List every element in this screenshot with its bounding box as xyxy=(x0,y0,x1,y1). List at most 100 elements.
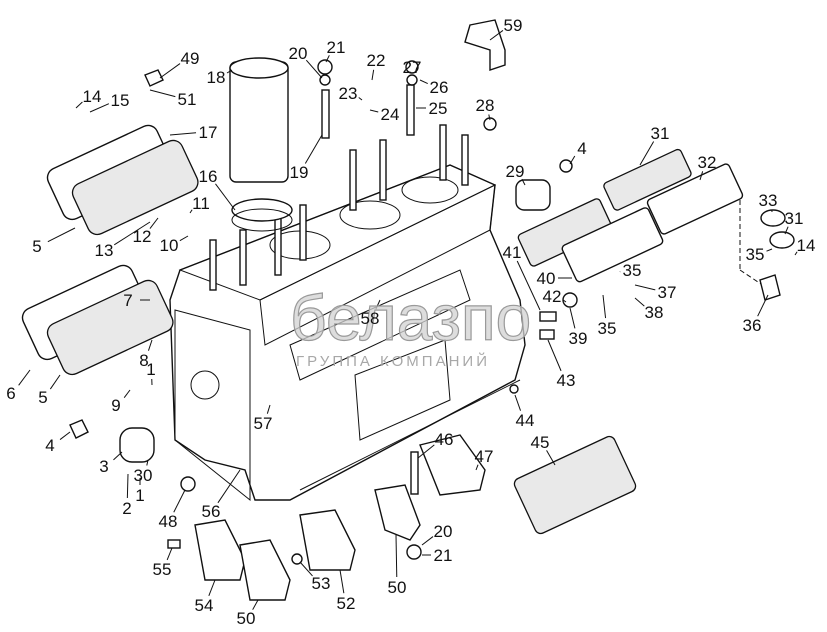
callout-label: 31 xyxy=(651,124,670,143)
leader-line xyxy=(395,534,398,578)
callout-label: 41 xyxy=(503,243,522,262)
callout-label: 4 xyxy=(577,139,586,158)
leader-line xyxy=(123,389,131,398)
leader-line xyxy=(369,109,379,113)
leader-line xyxy=(149,217,159,229)
leader-line xyxy=(113,451,123,461)
callout-label: 32 xyxy=(698,153,717,172)
leader-line xyxy=(147,339,153,351)
callout-label: 6 xyxy=(6,384,15,403)
callout-label: 3 xyxy=(99,457,108,476)
callout-label: 52 xyxy=(337,594,356,613)
callout-label: 1 xyxy=(135,486,144,505)
cylinder-liner xyxy=(229,57,293,232)
leader-line xyxy=(18,369,31,386)
leader-line xyxy=(49,374,61,390)
callout-label: 40 xyxy=(537,269,556,288)
callout-label: 12 xyxy=(133,227,152,246)
callout-label: 13 xyxy=(95,241,114,260)
leader-line xyxy=(757,294,769,317)
callout-label: 55 xyxy=(153,560,172,579)
callout-label: 29 xyxy=(506,162,525,181)
callout-label: 49 xyxy=(181,49,200,68)
watermark-subtitle: ГРУППА КОМПАНИЙ xyxy=(296,352,490,370)
leader-line xyxy=(89,103,110,113)
callout-label: 43 xyxy=(557,371,576,390)
callout-label: 31 xyxy=(785,209,804,228)
leader-line xyxy=(169,132,197,136)
callout-label: 59 xyxy=(504,16,523,35)
callout-label: 10 xyxy=(160,236,179,255)
leader-line xyxy=(166,547,173,561)
leader-line xyxy=(146,459,149,466)
side-covers-left xyxy=(21,124,199,376)
callout-label: 20 xyxy=(289,44,308,63)
callout-label: 2 xyxy=(122,499,131,518)
callout-label: 30 xyxy=(134,466,153,485)
leader-line xyxy=(173,489,186,513)
leader-line xyxy=(375,299,381,310)
callout-label: 50 xyxy=(237,609,256,628)
leader-line xyxy=(417,444,435,459)
callout-label: 33 xyxy=(759,191,778,210)
leader-line xyxy=(126,473,129,499)
callout-label: 14 xyxy=(83,87,102,106)
callout-label: 5 xyxy=(32,237,41,256)
callout-label: 35 xyxy=(598,319,617,338)
leader-line xyxy=(569,155,576,165)
callout-label: 11 xyxy=(192,194,210,213)
leader-line xyxy=(339,569,345,594)
callout-label: 17 xyxy=(199,123,218,142)
leader-line xyxy=(699,171,704,181)
watermark-brand: белазпо xyxy=(290,282,531,354)
leader-line xyxy=(59,431,71,440)
callout-label: 8 xyxy=(139,351,148,370)
callout-label: 37 xyxy=(658,283,677,302)
callout-label: 24 xyxy=(381,105,400,124)
leader-line xyxy=(569,307,576,329)
studs xyxy=(209,84,469,291)
callout-label: 42 xyxy=(543,287,562,306)
leader-line xyxy=(179,235,189,242)
callout-label: 57 xyxy=(254,414,273,433)
leader-line xyxy=(215,183,236,211)
callout-label: 21 xyxy=(434,546,453,565)
leader-lines xyxy=(18,30,798,610)
callout-label: 21 xyxy=(327,38,346,57)
leader-line xyxy=(602,294,607,319)
callout-label: 18 xyxy=(207,68,226,87)
callout-label: 44 xyxy=(516,411,535,430)
callout-label: 14 xyxy=(797,236,816,255)
watermark: белазпо ГРУППА КОМПАНИЙ xyxy=(289,281,531,370)
leader-line xyxy=(304,134,323,164)
callout-label: 9 xyxy=(111,396,120,415)
callout-label: 58 xyxy=(361,309,380,328)
callout-label: 19 xyxy=(290,163,309,182)
callout-label: 51 xyxy=(178,90,197,109)
callout-label: 35 xyxy=(746,245,765,264)
leader-line xyxy=(475,464,479,471)
callout-label: 46 xyxy=(435,430,454,449)
callout-label: 35 xyxy=(623,261,642,280)
callout-label: 28 xyxy=(476,96,495,115)
callout-label: 5 xyxy=(38,388,47,407)
callout-label: 36 xyxy=(743,316,762,335)
callout-label: 54 xyxy=(195,596,214,615)
callout-label: 39 xyxy=(569,329,588,348)
callout-label: 45 xyxy=(531,433,550,452)
leader-line xyxy=(419,79,428,84)
callout-label: 38 xyxy=(645,303,664,322)
callout-label: 4 xyxy=(45,436,54,455)
callout-label: 25 xyxy=(429,99,448,118)
small-parts xyxy=(69,19,795,565)
leader-line xyxy=(766,248,773,252)
leader-line xyxy=(488,114,491,121)
leader-line xyxy=(371,69,375,81)
callout-label: 48 xyxy=(159,512,178,531)
leader-line xyxy=(489,30,504,41)
leader-line xyxy=(159,63,181,79)
callout-label: 27 xyxy=(403,58,422,77)
leader-line xyxy=(547,339,562,372)
